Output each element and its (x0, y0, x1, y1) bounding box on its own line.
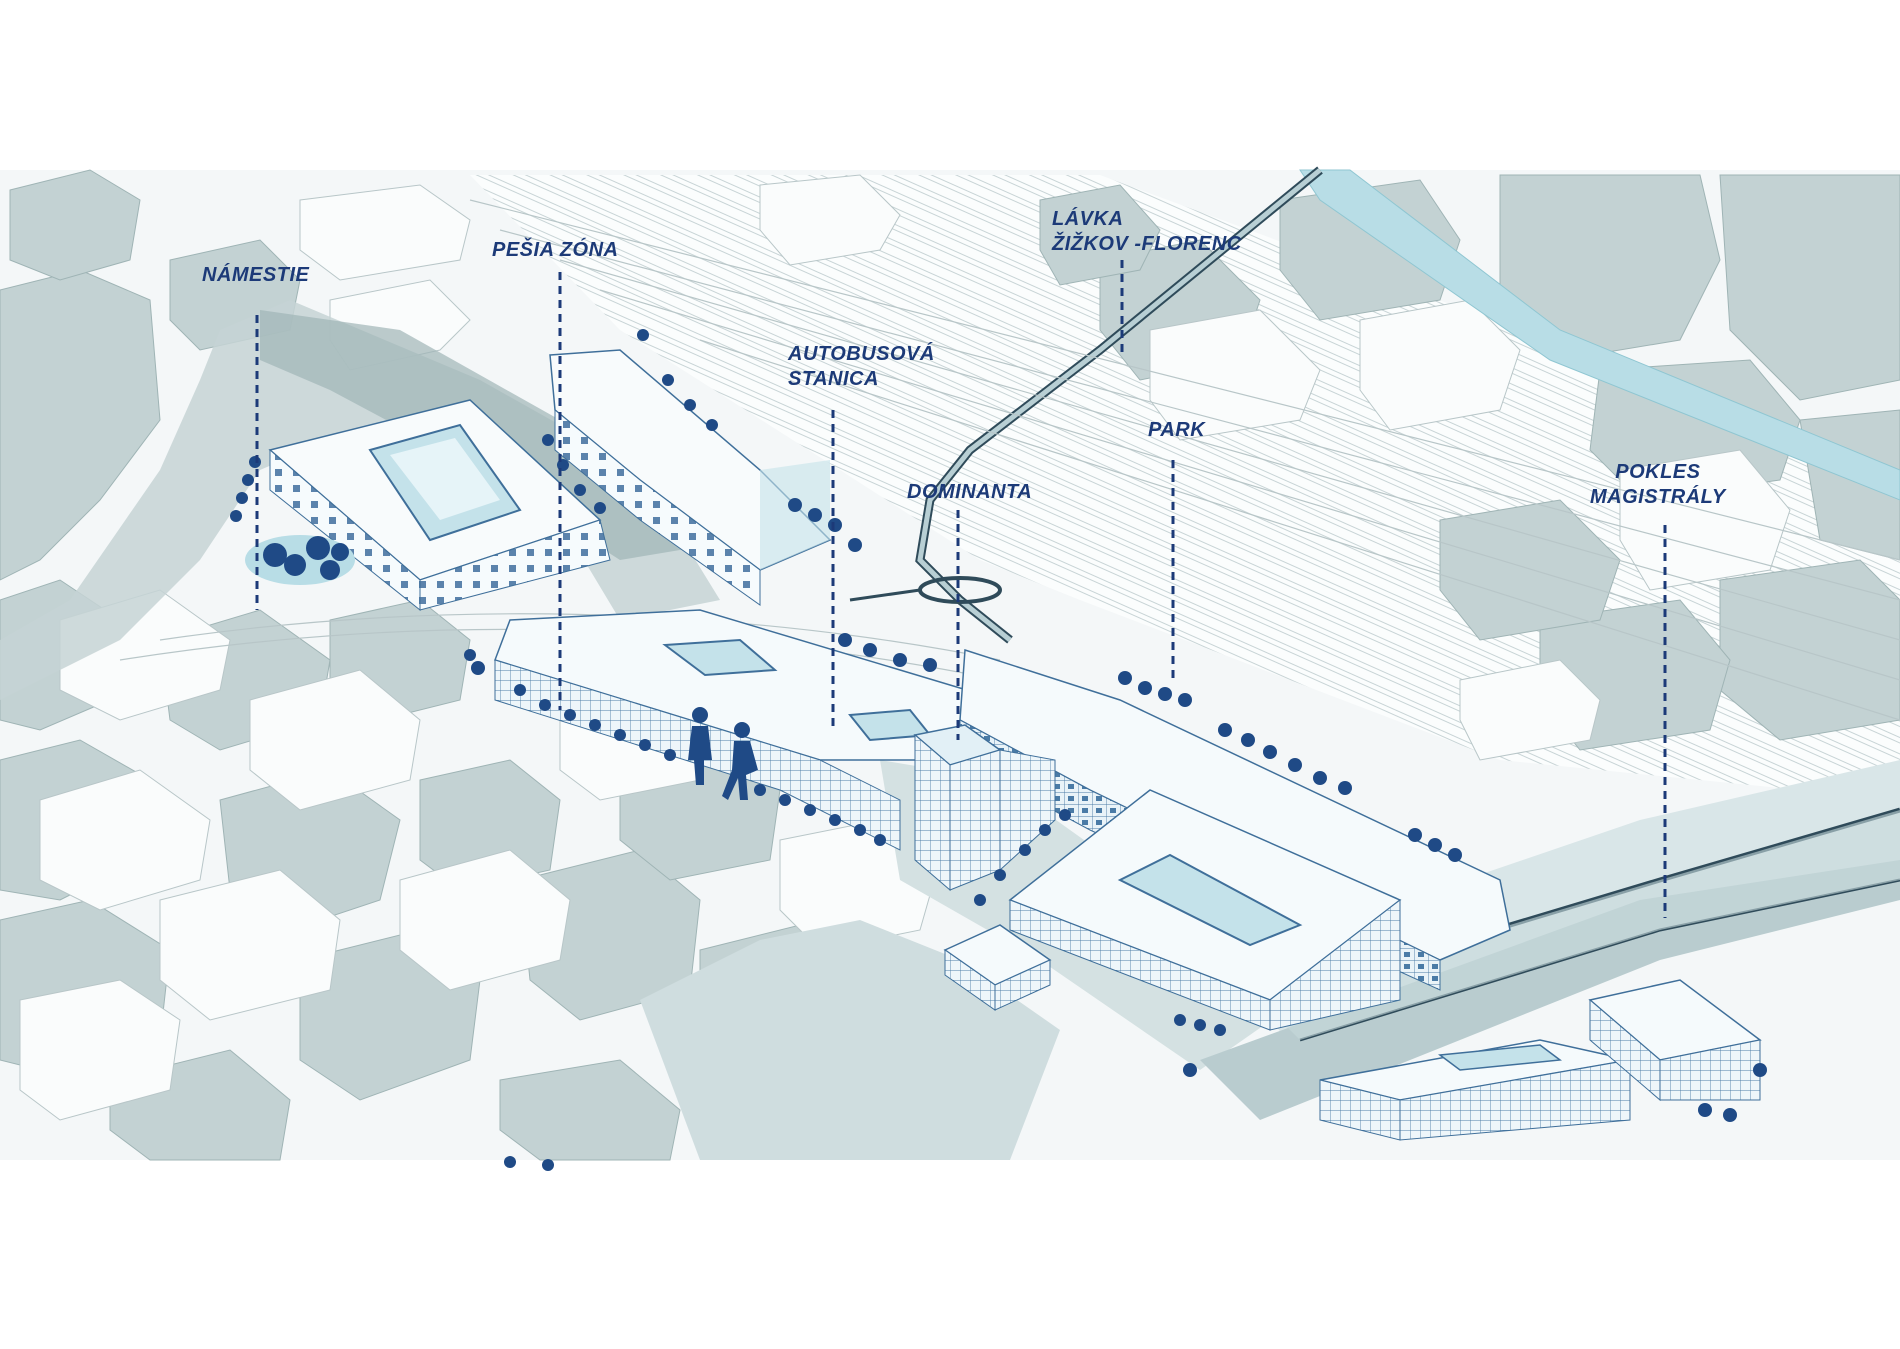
river-channel (1299, 169, 1900, 501)
label-autobusova-line2: STANICA (788, 368, 879, 390)
pedestrian-figures (688, 707, 758, 800)
curved-residential-block (549, 349, 832, 606)
namestie-block (245, 399, 611, 612)
label-dominanta: DOMINANTA (907, 480, 1032, 505)
label-park-text: PARK (1148, 419, 1206, 441)
label-park: PARK (1148, 418, 1205, 443)
office-block-atrium (1008, 789, 1402, 1031)
namestie-trees (263, 536, 349, 580)
label-pokles-line1: POKLES (1615, 461, 1701, 483)
label-pesia-zona: PEŠIA ZÓNA (492, 238, 619, 263)
label-lavka: LÁVKA ŽIŽKOV -FLORENC (1052, 207, 1242, 257)
lavka-footbridge (849, 166, 1323, 644)
buildings-southeast (1319, 979, 1762, 1141)
label-pesia-zona-text: PEŠIA ZÓNA (492, 239, 619, 261)
label-pokles-magistraly: POKLES MAGISTRÁLY (1590, 460, 1726, 510)
context-white-buildings-top (299, 174, 1791, 761)
label-namestie: NÁMESTIE (202, 263, 309, 288)
context-buildings-right (1039, 174, 1900, 751)
small-block (943, 924, 1052, 1011)
label-lavka-line2: ŽIŽKOV -FLORENC (1052, 233, 1242, 255)
label-dominanta-text: DOMINANTA (907, 481, 1033, 503)
label-autobusova-line1: AUTOBUSOVÁ (788, 343, 935, 365)
label-lavka-line1: LÁVKA (1052, 208, 1124, 230)
street-trees (230, 329, 1767, 1171)
label-leader-lines (255, 260, 1667, 918)
label-pokles-line2: MAGISTRÁLY (1590, 486, 1726, 508)
dominanta-tower (913, 724, 1056, 892)
label-namestie-text: NÁMESTIE (202, 264, 310, 286)
label-autobusova-stanica: AUTOBUSOVÁ STANICA (788, 342, 935, 392)
